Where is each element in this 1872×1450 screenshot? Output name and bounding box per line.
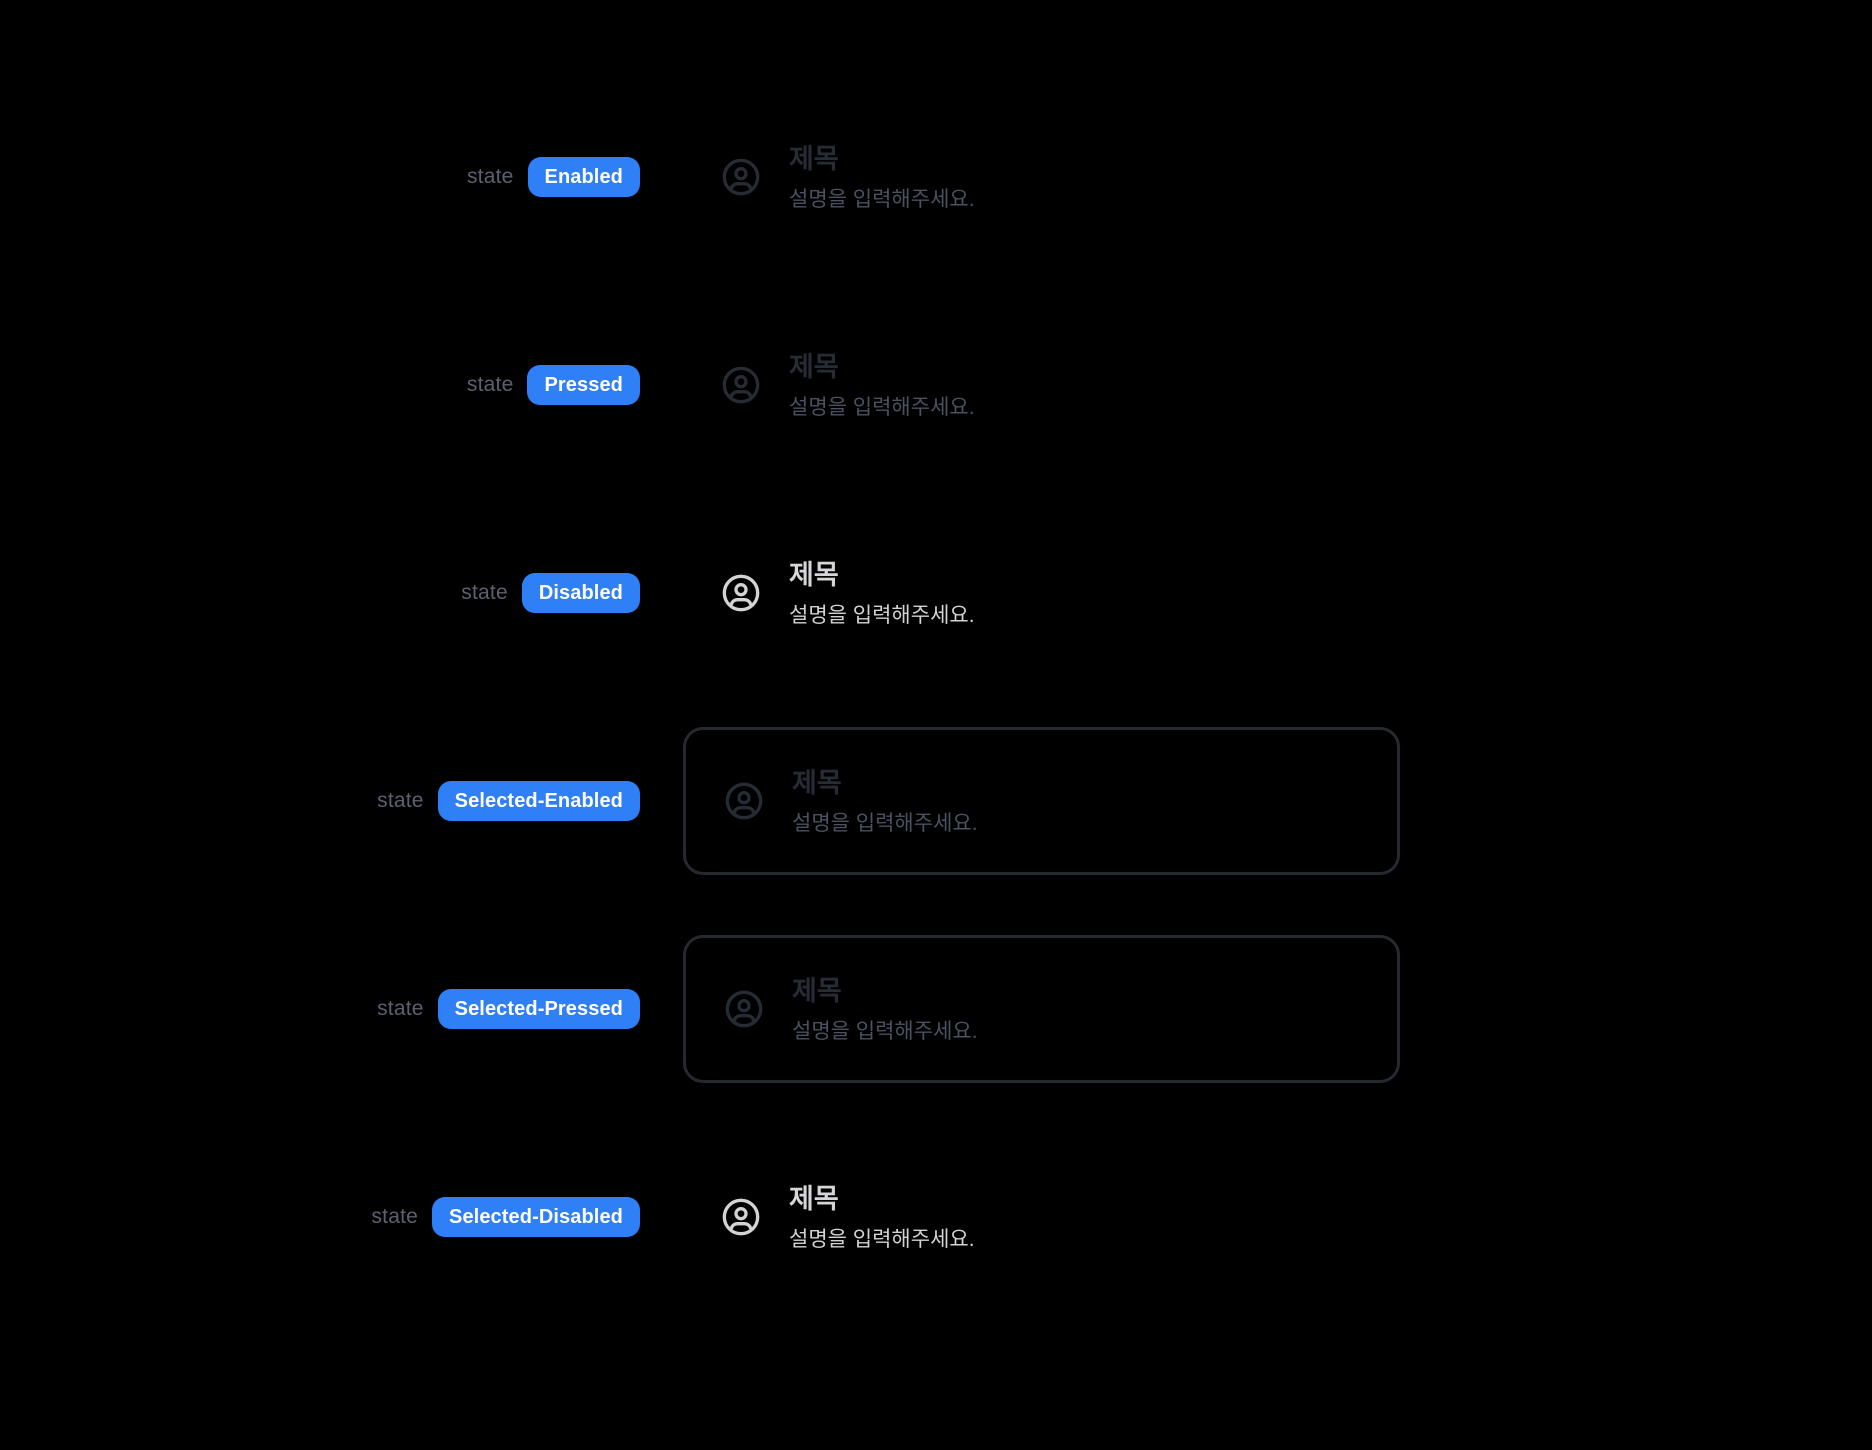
- state-badge: Enabled: [527, 157, 640, 197]
- state-badge: Pressed: [527, 365, 640, 405]
- list-item-title: 제목: [792, 975, 842, 1006]
- state-row: state Selected-Enabled 제목 설명을 입력해주세요.: [0, 697, 1872, 905]
- list-item-description: 설명을 입력해주세요.: [789, 603, 975, 627]
- user-circle-icon: [721, 573, 761, 613]
- state-label: state: [461, 581, 508, 604]
- component-preview: 제목 설명을 입력해주세요.: [683, 311, 1013, 459]
- list-item-description: 설명을 입력해주세요.: [789, 395, 975, 419]
- state-label-group: state Selected-Disabled: [0, 1197, 640, 1237]
- state-badge: Selected-Disabled: [432, 1197, 640, 1237]
- list-item: 제목 설명을 입력해주세요.: [683, 1143, 1013, 1291]
- state-row: state Enabled 제목 설명을 입력해주세요.: [0, 73, 1872, 281]
- list-item-description: 설명을 입력해주세요.: [789, 1227, 975, 1251]
- state-badge: Selected-Pressed: [437, 989, 640, 1029]
- state-label: state: [466, 165, 514, 188]
- list-item-description: 설명을 입력해주세요.: [792, 811, 978, 835]
- user-circle-icon: [721, 1197, 761, 1237]
- component-preview: 제목 설명을 입력해주세요.: [683, 935, 1400, 1083]
- list-item[interactable]: 제목 설명을 입력해주세요.: [683, 935, 1400, 1083]
- user-circle-icon: [724, 989, 764, 1029]
- list-item: 제목 설명을 입력해주세요.: [683, 519, 1013, 667]
- list-item-description: 설명을 입력해주세요.: [792, 1019, 978, 1043]
- state-badge: Selected-Enabled: [437, 781, 640, 821]
- list-item-title: 제목: [789, 1183, 839, 1214]
- list-item-texts: 제목 설명을 입력해주세요.: [789, 1183, 975, 1252]
- list-item-texts: 제목 설명을 입력해주세요.: [789, 351, 975, 420]
- state-label-group: state Enabled: [0, 157, 640, 197]
- state-label: state: [371, 1205, 418, 1228]
- list-item-title: 제목: [792, 767, 842, 798]
- state-label: state: [466, 373, 514, 396]
- list-item-texts: 제목 설명을 입력해주세요.: [792, 975, 978, 1044]
- state-label-group: state Disabled: [0, 573, 640, 613]
- state-label: state: [377, 997, 424, 1020]
- user-circle-icon: [721, 157, 761, 197]
- user-circle-icon: [724, 781, 764, 821]
- state-badge: Disabled: [521, 573, 640, 613]
- state-label-group: state Selected-Enabled: [0, 781, 640, 821]
- component-preview: 제목 설명을 입력해주세요.: [683, 1143, 1013, 1291]
- state-row: state Selected-Pressed 제목 설명을 입력해주세요.: [0, 905, 1872, 1113]
- list-item-texts: 제목 설명을 입력해주세요.: [789, 559, 975, 628]
- state-label-group: state Pressed: [0, 365, 640, 405]
- state-rows: state Enabled 제목 설명을 입력해주세요. s: [0, 73, 1872, 1321]
- list-item-texts: 제목 설명을 입력해주세요.: [792, 767, 978, 836]
- list-item[interactable]: 제목 설명을 입력해주세요.: [683, 103, 1013, 251]
- list-item-description: 설명을 입력해주세요.: [789, 187, 975, 211]
- list-item[interactable]: 제목 설명을 입력해주세요.: [683, 727, 1400, 875]
- state-row: state Disabled 제목 설명을 입력해주세요.: [0, 489, 1872, 697]
- list-item-texts: 제목 설명을 입력해주세요.: [789, 143, 975, 212]
- component-preview: 제목 설명을 입력해주세요.: [683, 727, 1400, 875]
- list-item[interactable]: 제목 설명을 입력해주세요.: [683, 311, 1013, 459]
- user-circle-icon: [721, 365, 761, 405]
- component-preview: 제목 설명을 입력해주세요.: [683, 103, 1013, 251]
- state-label-group: state Selected-Pressed: [0, 989, 640, 1029]
- state-row: state Selected-Disabled 제목 설명을 입력해주세요.: [0, 1113, 1872, 1321]
- state-label: state: [377, 789, 424, 812]
- list-item-title: 제목: [789, 351, 839, 382]
- list-item-title: 제목: [789, 143, 839, 174]
- state-row: state Pressed 제목 설명을 입력해주세요.: [0, 281, 1872, 489]
- component-preview: 제목 설명을 입력해주세요.: [683, 519, 1013, 667]
- list-item-title: 제목: [789, 559, 839, 590]
